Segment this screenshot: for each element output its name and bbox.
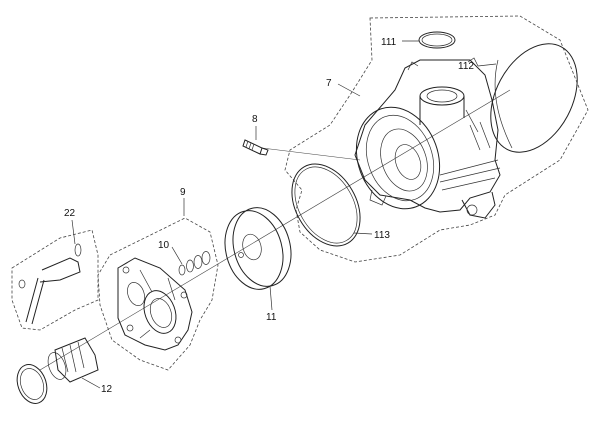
housing-ribs [439, 109, 501, 191]
housing-boss [466, 204, 478, 216]
sensor-tip [259, 147, 269, 156]
frame-group-outline [97, 217, 219, 371]
housing-foot [369, 189, 387, 206]
label-part-11: 11 [266, 312, 277, 323]
frame-bolt-hole-1 [122, 266, 130, 274]
oring-111-inner [421, 33, 453, 47]
snap-ring-12-outer [16, 364, 48, 404]
tube-pipe [39, 257, 81, 283]
frame-bolt-hole-4 [180, 291, 188, 299]
tube-pipe-2 [25, 277, 45, 325]
bushing-end [47, 352, 67, 380]
frame-bolt-hole-3 [174, 336, 182, 344]
leader-22 [71, 219, 76, 245]
gasket-113-inner [294, 166, 358, 244]
housing-front-ring [355, 106, 441, 210]
tube-clip [18, 279, 26, 289]
leader-7 [337, 83, 361, 97]
snap-ring-12-inner [19, 368, 45, 400]
part-10-seal-stack [178, 251, 211, 276]
assembly-axis [39, 89, 511, 371]
leader-113 [353, 232, 373, 235]
seal-10-c [193, 255, 203, 269]
label-part-112: 112 [458, 61, 474, 72]
sensor-threads [245, 140, 255, 151]
cover-disc-face [490, 43, 578, 153]
label-part-111: 111 [381, 37, 397, 48]
wire-axis [261, 147, 361, 161]
housing-group-outline [284, 15, 589, 263]
frame-bore [143, 290, 177, 334]
seal-10-a [178, 264, 186, 276]
plate-back-edge [232, 207, 292, 287]
leader-10 [171, 246, 183, 265]
bushing-sleeve [54, 337, 99, 383]
tube-group-outline [11, 229, 99, 331]
leader-11 [269, 285, 273, 311]
frame-ribs [139, 269, 176, 339]
part-112-back-cover [490, 43, 578, 153]
housing-neck [419, 96, 465, 125]
tube-end-fitting [74, 243, 82, 257]
label-part-8: 8 [252, 114, 258, 125]
part-9-frame [97, 217, 219, 371]
part-22-tube [11, 229, 99, 331]
housing-front-ring-inner [366, 114, 434, 202]
frame-body [117, 257, 193, 351]
part-113-gasket [291, 163, 361, 247]
frame-hub [127, 282, 145, 306]
plate-center-hole [242, 233, 262, 261]
frame-bolt-hole-2 [126, 324, 134, 332]
plate-front-face [224, 210, 284, 290]
label-part-113: 113 [374, 230, 390, 241]
oring-111-outer [418, 31, 456, 49]
leader-12 [81, 377, 101, 389]
seal-10-d [201, 251, 211, 265]
part-11-plate [224, 207, 292, 290]
cover-disc-edge [494, 59, 513, 149]
part-111-top-oring [418, 31, 456, 49]
frame-bore-inner [149, 298, 173, 328]
leader-lines [71, 40, 497, 389]
leader-112 [477, 63, 497, 67]
housing-body [354, 59, 501, 213]
label-part-7: 7 [326, 78, 332, 89]
label-part-22: 22 [64, 208, 76, 219]
label-part-10: 10 [158, 240, 170, 251]
seal-10-b [186, 259, 194, 273]
housing-bore-inner [394, 144, 422, 180]
bushing-ribs [61, 341, 85, 373]
housing-assembly [284, 15, 589, 263]
plate-hole-small [238, 252, 244, 258]
housing-lugs [407, 57, 479, 71]
housing-top-port-inner [426, 89, 458, 103]
sensor-body [242, 139, 263, 155]
part-8-sensor [242, 139, 269, 156]
part-12-bushing [16, 337, 99, 404]
housing-bore [380, 128, 428, 192]
gasket-113-outer [291, 163, 361, 247]
label-part-9: 9 [180, 187, 186, 198]
label-part-12: 12 [101, 384, 113, 395]
